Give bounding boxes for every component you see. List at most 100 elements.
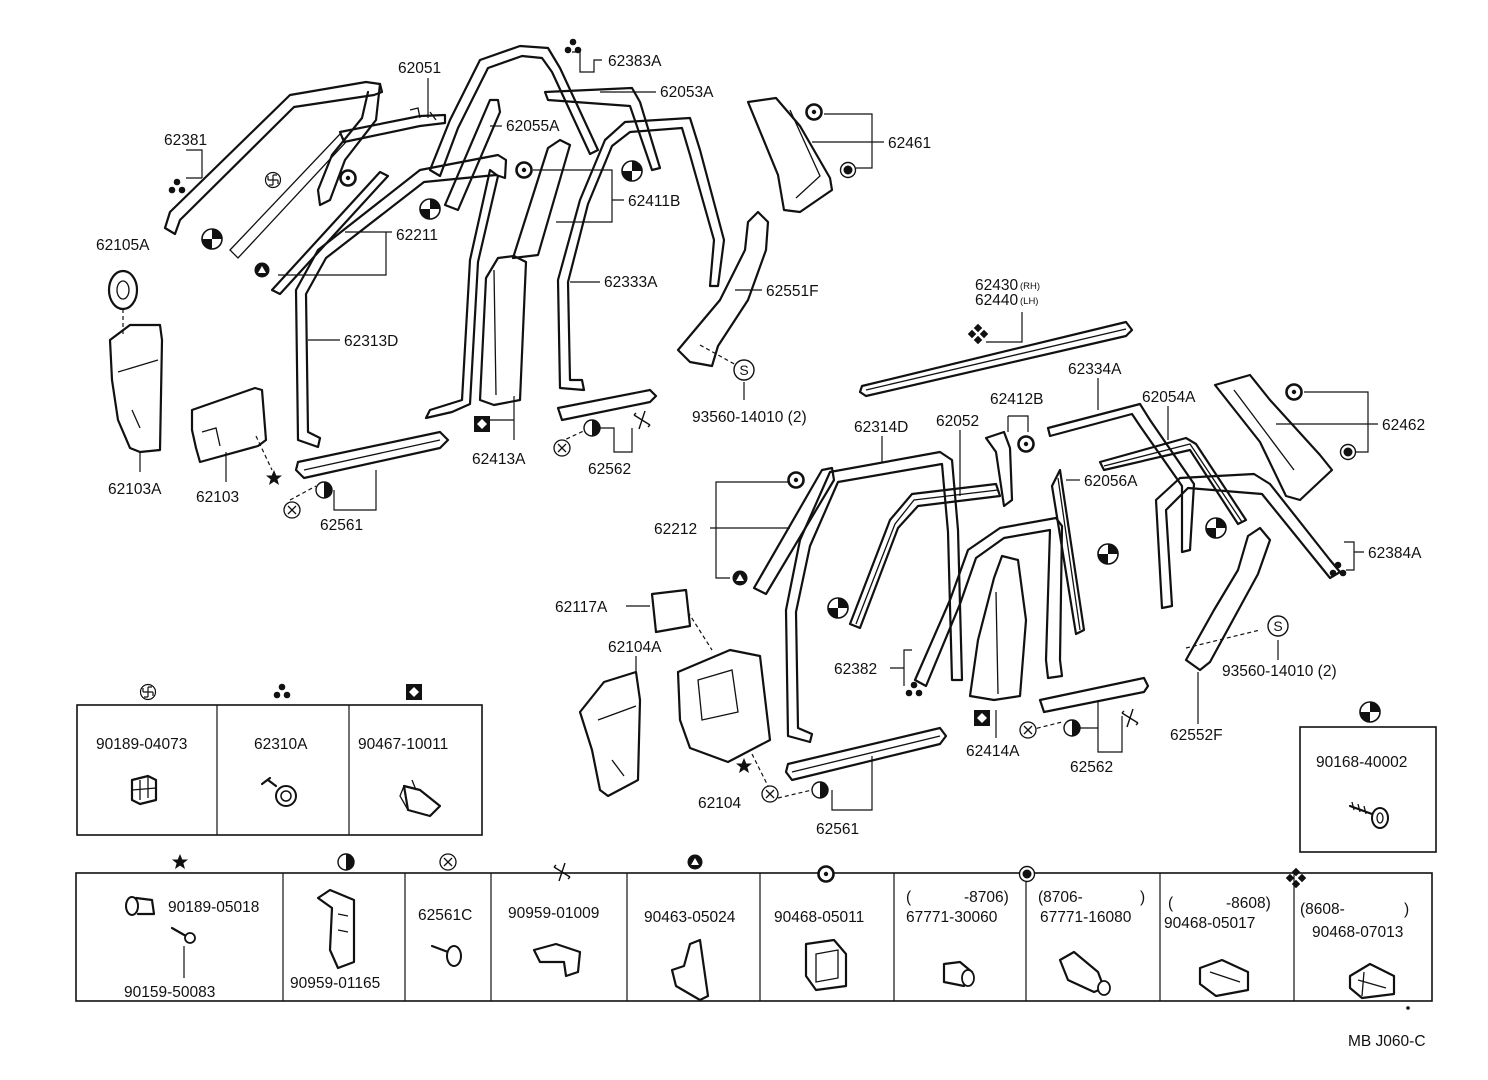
part-62054A-detail [1103, 443, 1243, 523]
leader-62562-left [600, 427, 633, 453]
label-62117A: 62117A [555, 599, 608, 616]
label-62561-b: 62561 [816, 821, 859, 838]
leader-62212 [710, 481, 790, 579]
table2-date-8-r: -8608) [1226, 895, 1271, 912]
part-62103 [190, 386, 268, 464]
part-62462 [1213, 373, 1334, 502]
table2-part-1: 90959-01165 [290, 975, 380, 992]
quartered-circle-symbol-icon [201, 228, 223, 250]
part-62430-detail [865, 328, 1127, 391]
pinwheel-symbol-icon [553, 862, 571, 882]
fastener-90463-05024-icon [670, 938, 710, 1002]
part-62561-right-leader [777, 789, 813, 799]
legend-table-single: 90168-40002 [1299, 701, 1437, 853]
circle-ring-symbol-icon [1285, 383, 1303, 401]
s-symbol-icon [1267, 615, 1289, 637]
circle-ring-symbol-icon [515, 161, 533, 179]
part-62051 [338, 113, 447, 144]
part-62105A-inner [116, 280, 130, 300]
s-symbol-icon [733, 359, 755, 381]
part-62430 [858, 320, 1134, 398]
part-62117A [650, 588, 692, 634]
label-62440: 62440 [975, 292, 1018, 309]
part-62103A-detail [117, 359, 159, 429]
leader-62462 [1276, 391, 1378, 453]
part-62053A [543, 86, 662, 172]
table2-date-6-l: ( [906, 889, 912, 906]
part-62313D-right [424, 168, 500, 420]
filled-dot-symbol-icon [1018, 865, 1036, 883]
table2-part-0b: 90159-50083 [124, 984, 215, 1001]
part-62562-left [556, 388, 658, 422]
quartered-circle-symbol-icon [419, 198, 441, 220]
half-circle-symbol-icon [1063, 719, 1081, 737]
part-62052-detail [855, 489, 999, 625]
half-circle-symbol-icon [315, 481, 333, 499]
label-62105A: 62105A [96, 237, 150, 254]
part-62104 [676, 648, 772, 764]
label-62412B: 62412B [990, 391, 1043, 408]
table2-part-9: 90468-07013 [1312, 924, 1403, 941]
part-62552F [1184, 526, 1272, 672]
three-dots-symbol-icon [273, 683, 291, 699]
fastener-90159-50083-icon [170, 926, 196, 978]
label-62053A: 62053A [660, 84, 714, 101]
fastener-90467-10011-icon [399, 779, 442, 818]
fastener-62561C-icon [430, 944, 462, 967]
part-62103-leader [255, 435, 273, 471]
table2-part-3: 90959-01009 [508, 905, 599, 922]
part-62052 [848, 482, 1002, 630]
part-62561-left [294, 430, 450, 480]
fastener-90468-07013-icon [1348, 962, 1410, 1010]
fastener-90189-04073-icon [130, 774, 158, 806]
circle-x-symbol-icon [1019, 721, 1037, 739]
part-62561-right [784, 726, 948, 782]
filled-dot-symbol-icon [1339, 443, 1357, 461]
circle-x-symbol-icon [439, 853, 457, 871]
circle-ring-symbol-icon [1017, 435, 1035, 453]
label-62562-a: 62562 [588, 461, 631, 478]
table2-date-9-l: (8608- [1300, 901, 1345, 918]
label-62103: 62103 [196, 489, 239, 506]
star-symbol-icon [736, 758, 752, 773]
fastener-90959-01009-icon [532, 942, 582, 978]
table2-part-7: 67771-16080 [1040, 909, 1132, 926]
label-62104A: 62104A [608, 639, 662, 656]
part-62413A-detail [493, 269, 497, 396]
part-62384A [1154, 472, 1342, 610]
part-62117A-leader [687, 611, 713, 651]
fastener-90468-05011-icon [804, 938, 848, 992]
part-62412B [984, 430, 1014, 508]
single-table-part: 90168-40002 [1316, 754, 1407, 771]
label-62461: 62461 [888, 135, 931, 152]
four-squares-symbol-icon [967, 323, 989, 345]
legend-table-1: 90189-04073 62310A 90467-10011 [76, 683, 483, 836]
half-circle-symbol-icon [337, 853, 355, 871]
table2-part-8: 90468-05017 [1164, 915, 1255, 932]
star-symbol-icon [172, 854, 188, 869]
part-62313D [294, 153, 508, 449]
circle-ring-symbol-icon [787, 471, 805, 489]
part-62334A [1046, 402, 1196, 554]
square-diamond-symbol-icon [474, 416, 490, 432]
three-dots-symbol-icon [905, 681, 923, 697]
label-62552F: 62552F [1170, 727, 1223, 744]
part-62211 [270, 170, 390, 296]
table2-part-6: 67771-30060 [906, 909, 998, 926]
leader-62561-left [333, 470, 377, 511]
table2-date-9-r: ) [1404, 901, 1409, 918]
label-62212: 62212 [654, 521, 697, 538]
label-62055A: 62055A [506, 118, 560, 135]
square-diamond-symbol-icon [974, 710, 990, 726]
leader-62411B [533, 169, 624, 223]
quartered-circle-symbol-icon [1205, 517, 1227, 539]
label-62462: 62462 [1382, 417, 1425, 434]
label-62103A: 62103A [108, 481, 162, 498]
label-62430: 62430 [975, 277, 1018, 294]
part-62055A [443, 98, 502, 212]
table1-part-1: 62310A [254, 736, 308, 753]
label-62440-side: (LH) [1020, 296, 1038, 307]
label-93560-b: 93560-14010 (2) [1222, 663, 1337, 680]
table2-date-6-r: -8706) [964, 889, 1009, 906]
table1-part-2: 90467-10011 [358, 736, 448, 753]
